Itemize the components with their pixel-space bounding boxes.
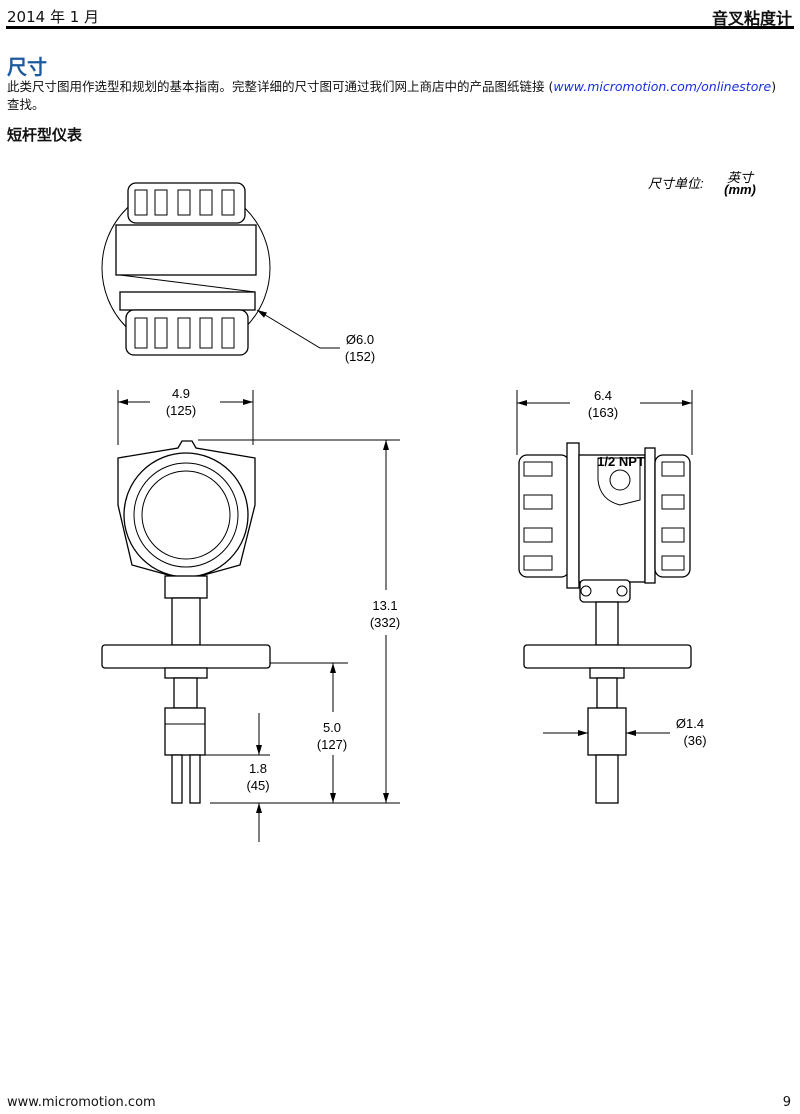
dim-prong-length-mm: (45) <box>246 778 269 793</box>
paragraph-text-end: ) 查找。 <box>7 79 777 112</box>
footer-url: www.micromotion.com <box>7 1095 156 1110</box>
section-title: 尺寸 <box>7 55 47 79</box>
units-inch: 英寸 <box>727 170 755 185</box>
page-number: 9 <box>782 1095 791 1110</box>
dim-width-front-in: 4.9 <box>172 386 190 401</box>
top-view <box>101 182 340 356</box>
subsection-title: 短杆型仪表 <box>7 126 83 144</box>
header-title: 音叉粘度计 <box>711 9 792 28</box>
front-dimension-lines <box>117 390 400 842</box>
front-view <box>101 440 271 804</box>
header-divider <box>6 26 794 29</box>
section-paragraph: 此类尺寸图用作选型和规划的基本指南。完整详细的尺寸图可通过我们网上商店中的产品图… <box>7 78 777 114</box>
dim-height-total-mm: (332) <box>370 615 400 630</box>
dim-probe-diameter-mm: (36) <box>683 733 706 748</box>
dim-width-side-mm: (163) <box>588 405 618 420</box>
npt-label: 1/2 NPT <box>597 454 645 469</box>
paragraph-text: 此类尺寸图用作选型和规划的基本指南。完整详细的尺寸图可通过我们网上商店中的产品图… <box>7 79 554 94</box>
dim-height-lower-mm: (127) <box>317 737 347 752</box>
dim-diameter-top-mm: (152) <box>345 349 375 364</box>
dim-width-front-mm: (125) <box>166 403 196 418</box>
side-dimension-lines <box>516 390 693 736</box>
header-date: 2014 年 1 月 <box>7 8 100 26</box>
dim-diameter-top-in: Ø6.0 <box>346 332 374 347</box>
dim-width-side-in: 6.4 <box>594 388 612 403</box>
units-label: 尺寸单位: <box>648 176 704 191</box>
onlinestore-link[interactable]: www.micromotion.com/onlinestore <box>553 79 772 94</box>
dim-height-lower-in: 5.0 <box>323 720 341 735</box>
dim-height-total-in: 13.1 <box>372 598 397 613</box>
dim-prong-length-in: 1.8 <box>249 761 267 776</box>
side-view <box>518 442 692 804</box>
dim-probe-diameter-in: Ø1.4 <box>676 716 704 731</box>
units-mm: (mm) <box>724 182 756 197</box>
